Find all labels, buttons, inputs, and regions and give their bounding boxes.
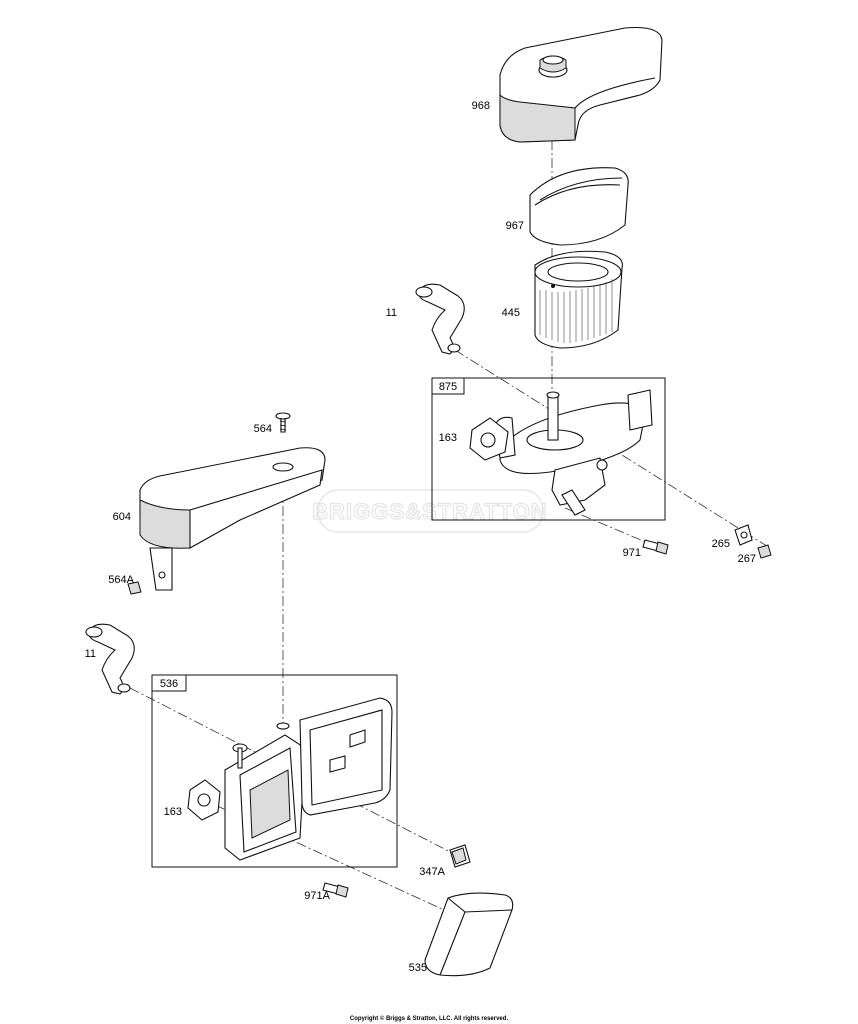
part-267-screw (757, 544, 772, 559)
label-564: 564 (254, 423, 272, 435)
part-875-base (494, 389, 653, 516)
label-968: 968 (472, 100, 490, 112)
label-535: 535 (409, 962, 427, 974)
label-11-lower: 11 (85, 648, 96, 660)
assembly-875-label: 875 (439, 381, 457, 393)
part-535-foam (424, 892, 514, 977)
label-265: 265 (712, 538, 730, 550)
part-11-upper-tube (415, 283, 465, 355)
label-445: 445 (502, 307, 520, 319)
assembly-875-tag (431, 377, 465, 395)
part-971A-bolt (322, 882, 349, 898)
part-11-lower-tube (85, 623, 135, 695)
assembly-536-tag (151, 674, 187, 692)
label-564A: 564A (108, 574, 134, 586)
label-11-upper: 11 (386, 307, 397, 319)
part-265-clip (734, 524, 753, 546)
label-604: 604 (113, 511, 131, 523)
label-347A: 347A (419, 866, 445, 878)
part-564-screw (275, 412, 291, 433)
assembly-875-frame (431, 377, 666, 521)
label-267: 267 (738, 553, 756, 565)
part-536-base (224, 697, 393, 861)
part-564A-nut (127, 581, 142, 595)
label-163-lower: 163 (164, 806, 182, 818)
part-163-lower-gasket (187, 779, 221, 821)
assembly-536-label: 536 (160, 678, 178, 690)
label-163-upper: 163 (439, 432, 457, 444)
assembly-536-frame (151, 674, 398, 868)
part-163-upper-gasket (469, 417, 509, 461)
copyright-footer: Copyright © Briggs & Stratton, LLC. All … (350, 1015, 509, 1022)
part-968-cover (499, 26, 663, 143)
label-971A: 971A (304, 890, 330, 902)
label-967: 967 (506, 220, 524, 232)
watermark: BRIGGS&STRATTON (312, 489, 547, 533)
part-445-filter (534, 250, 623, 349)
part-labels: 968 967 445 11 163 971 265 267 564 604 5… (85, 100, 756, 974)
part-967-prefilter (529, 167, 629, 246)
label-971: 971 (623, 547, 641, 559)
part-971-bolt (642, 539, 669, 555)
part-604-cover (139, 447, 326, 591)
part-347A-clip (449, 844, 471, 868)
